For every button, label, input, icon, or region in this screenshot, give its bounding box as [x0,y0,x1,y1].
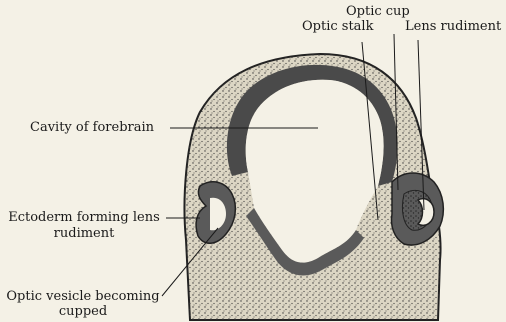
label-ectoderm-line1: Ectoderm forming lens [4,211,164,225]
label-cavity-of-forebrain: Cavity of forebrain [30,121,154,135]
label-optic-stalk: Optic stalk [302,20,373,34]
label-optic-vesicle-line2: cupped [4,305,162,319]
label-ectoderm-line2: rudiment [4,227,164,241]
label-optic-vesicle-line1: Optic vesicle becoming [4,290,162,304]
label-lens-rudiment: Lens rudiment [405,20,501,34]
label-optic-cup: Optic cup [346,5,410,19]
